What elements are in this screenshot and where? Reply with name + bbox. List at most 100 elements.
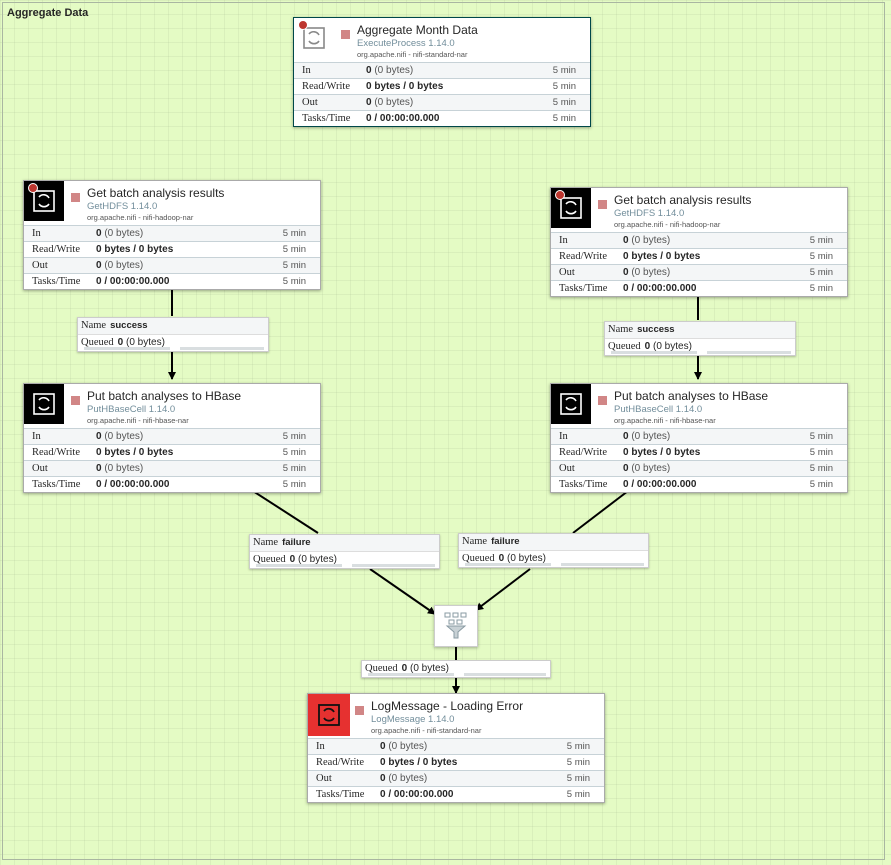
stat-label: Out — [316, 773, 332, 784]
processor-aggregate-month-data[interactable]: Aggregate Month Data ExecuteProcess 1.14… — [293, 17, 591, 127]
stat-label: In — [316, 741, 325, 752]
stop-icon — [71, 396, 80, 405]
stat-window: 5 min — [809, 283, 833, 294]
connection-queued-label: Queued — [462, 553, 495, 564]
connection-name-label: Name — [462, 536, 488, 547]
connection-name-label: Name — [81, 320, 107, 331]
stat-label: Tasks/Time — [559, 479, 608, 490]
stat-label: Read/Write — [32, 244, 80, 255]
queue-bar-count — [465, 563, 551, 566]
stat-size: (0 bytes) — [104, 228, 144, 239]
processor-name: Get batch analysis results — [87, 186, 225, 200]
stat-size: (0 bytes) — [388, 773, 428, 784]
processor-log-message[interactable]: LogMessage - Loading Error LogMessage 1.… — [307, 693, 605, 803]
processor-get-batch-right[interactable]: Get batch analysis results GetHDFS 1.14.… — [550, 187, 848, 297]
processor-bundle: org.apache.nifi - nifi-hbase-nar — [87, 416, 189, 425]
stat-window: 5 min — [282, 431, 306, 442]
stat-window: 5 min — [552, 81, 576, 92]
stat-label: In — [302, 65, 311, 76]
processor-icon — [24, 384, 64, 424]
queue-bar-size — [707, 351, 791, 354]
processor-bundle: org.apache.nifi - nifi-hbase-nar — [614, 416, 716, 425]
bulletin-icon[interactable] — [555, 190, 565, 200]
stat-window: 5 min — [566, 741, 590, 752]
bulletin-icon[interactable] — [298, 20, 308, 30]
processor-put-hbase-right[interactable]: Put batch analyses to HBase PutHBaseCell… — [550, 383, 848, 493]
stop-icon — [598, 396, 607, 405]
connection-queued-label: Queued — [608, 341, 641, 352]
connection-queued-label: Queued — [365, 663, 398, 674]
queue-bar-size — [352, 564, 435, 567]
stat-count: 0 — [623, 267, 629, 278]
queue-bar-size — [561, 563, 644, 566]
queued-count: 0 — [289, 554, 296, 565]
stat-label: In — [559, 235, 568, 246]
connection-name-value: success — [637, 324, 675, 335]
processor-type: GetHDFS 1.14.0 — [87, 201, 158, 212]
processor-get-batch-left[interactable]: Get batch analysis results GetHDFS 1.14.… — [23, 180, 321, 290]
stat-label: In — [559, 431, 568, 442]
stat-label: Tasks/Time — [559, 283, 608, 294]
stat-size: (0 bytes) — [104, 431, 144, 442]
stat-window: 5 min — [282, 479, 306, 490]
stat-size: (0 bytes) — [631, 431, 671, 442]
stat-label: Read/Write — [559, 447, 607, 458]
connection-name-value: failure — [282, 537, 311, 548]
connection-queued-label: Queued — [81, 337, 114, 348]
processor-icon — [551, 188, 591, 228]
connection-name-value: success — [110, 320, 148, 331]
stat-value: 0 / 00:00:00.000 — [96, 479, 170, 490]
stat-label: Tasks/Time — [302, 113, 351, 124]
stat-count: 0 — [623, 235, 629, 246]
stat-window: 5 min — [809, 479, 833, 490]
stat-size: (0 bytes) — [374, 97, 414, 108]
stat-window: 5 min — [566, 789, 590, 800]
processor-type: PutHBaseCell 1.14.0 — [87, 404, 176, 415]
stat-count: 0 — [366, 97, 372, 108]
connection-name-value: failure — [491, 536, 520, 547]
stat-count: 0 — [380, 773, 386, 784]
stat-size: (0 bytes) — [104, 463, 144, 474]
stat-count: 0 — [623, 463, 629, 474]
processor-icon — [308, 694, 350, 736]
stop-icon — [71, 193, 80, 202]
stat-count: 0 — [96, 463, 102, 474]
stat-size: (0 bytes) — [631, 463, 671, 474]
bulletin-icon[interactable] — [28, 183, 38, 193]
stop-icon — [598, 200, 607, 209]
queued-count: 0 — [498, 553, 505, 564]
processor-name: Put batch analyses to HBase — [87, 389, 242, 403]
stat-value: 0 bytes / 0 bytes — [380, 757, 458, 768]
stat-label: Tasks/Time — [32, 276, 81, 287]
stat-window: 5 min — [809, 267, 833, 278]
stat-value: 0 bytes / 0 bytes — [366, 81, 444, 92]
stat-window: 5 min — [809, 463, 833, 474]
connection-name-label: Name — [608, 324, 634, 335]
process-group-title: Aggregate Data — [7, 7, 89, 19]
processor-put-hbase-left[interactable]: Put batch analyses to HBase PutHBaseCell… — [23, 383, 321, 493]
funnel[interactable] — [434, 605, 478, 647]
